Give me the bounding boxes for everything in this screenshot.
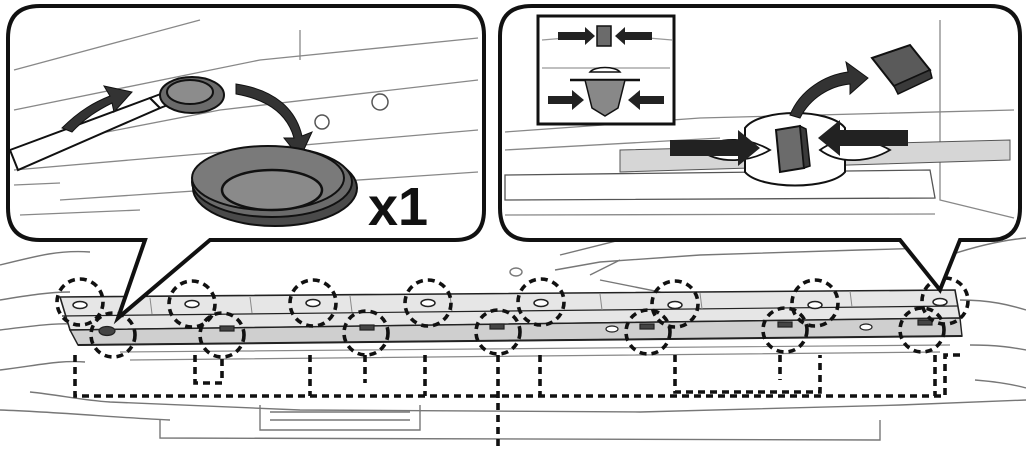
callout-left: x1 [6,4,486,325]
trim-panel [58,289,963,361]
clip-markers [55,276,970,359]
panel-outline-dotted [73,353,960,450]
squeeze-arrow-right [818,120,908,156]
removed-clip-icon [870,43,933,95]
callout-right [498,4,1022,294]
grommet-small [159,76,225,114]
clip-detail-inset [536,14,676,126]
squeeze-arrow-left [670,130,760,166]
remove-arrow [789,60,869,119]
quantity-label: x1 [368,177,428,237]
push-clip-icon [774,124,811,174]
pry-arrow [61,85,133,133]
grommet-plug-icon [191,145,358,227]
